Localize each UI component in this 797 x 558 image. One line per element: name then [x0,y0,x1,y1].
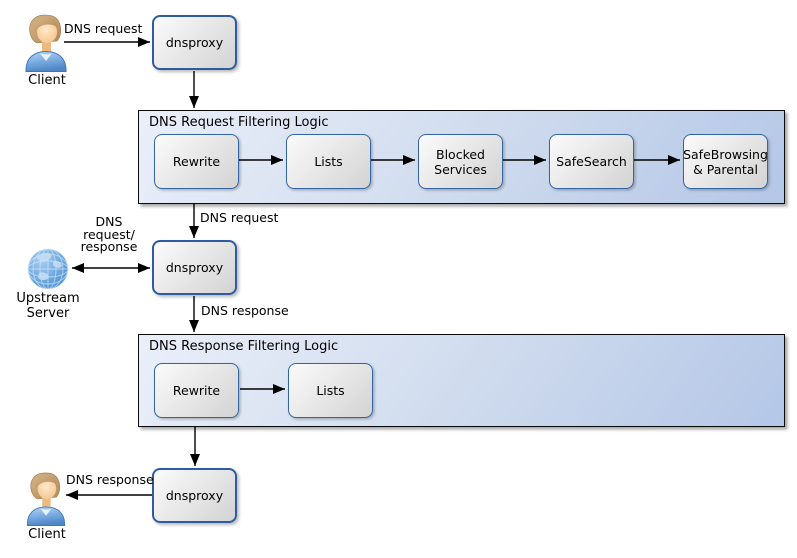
client-top-label: Client [28,73,66,88]
edge-label-dns-request-top: DNS request [64,21,143,36]
box-safesearch: SafeSearch [549,134,634,189]
person-icon [24,14,68,72]
node-dnsproxy-top: dnsproxy [152,15,237,70]
response-container-title: DNS Response Filtering Logic [149,339,339,354]
box-safebrowsing-parental: SafeBrowsing & Parental [683,134,768,189]
request-container-title: DNS Request Filtering Logic [149,115,329,130]
edge-label-dns-request-mid: DNS request [200,210,279,225]
response-filtering-container: DNS Response Filtering Logic Rewrite Lis… [138,334,785,427]
edge-label-dns-response-mid: DNS response [201,303,289,318]
box-lists-request: Lists [286,134,371,189]
person-icon [24,472,68,526]
client-bottom-label: Client [28,527,66,542]
upstream-server-label: Upstream Server [16,291,80,321]
box-blocked-services: Blocked Services [418,134,503,189]
node-dnsproxy-bottom: dnsproxy [152,468,237,523]
edge-label-dns-response-bottom: DNS response [66,472,154,487]
edge-label-upstream-link: DNS request/ response [80,214,138,254]
box-rewrite-request: Rewrite [154,134,239,189]
node-dnsproxy-middle: dnsproxy [152,240,237,295]
request-filtering-container: DNS Request Filtering Logic Rewrite List… [138,110,785,204]
globe-icon [26,247,70,291]
box-rewrite-response: Rewrite [154,363,239,418]
box-lists-response: Lists [288,363,373,418]
